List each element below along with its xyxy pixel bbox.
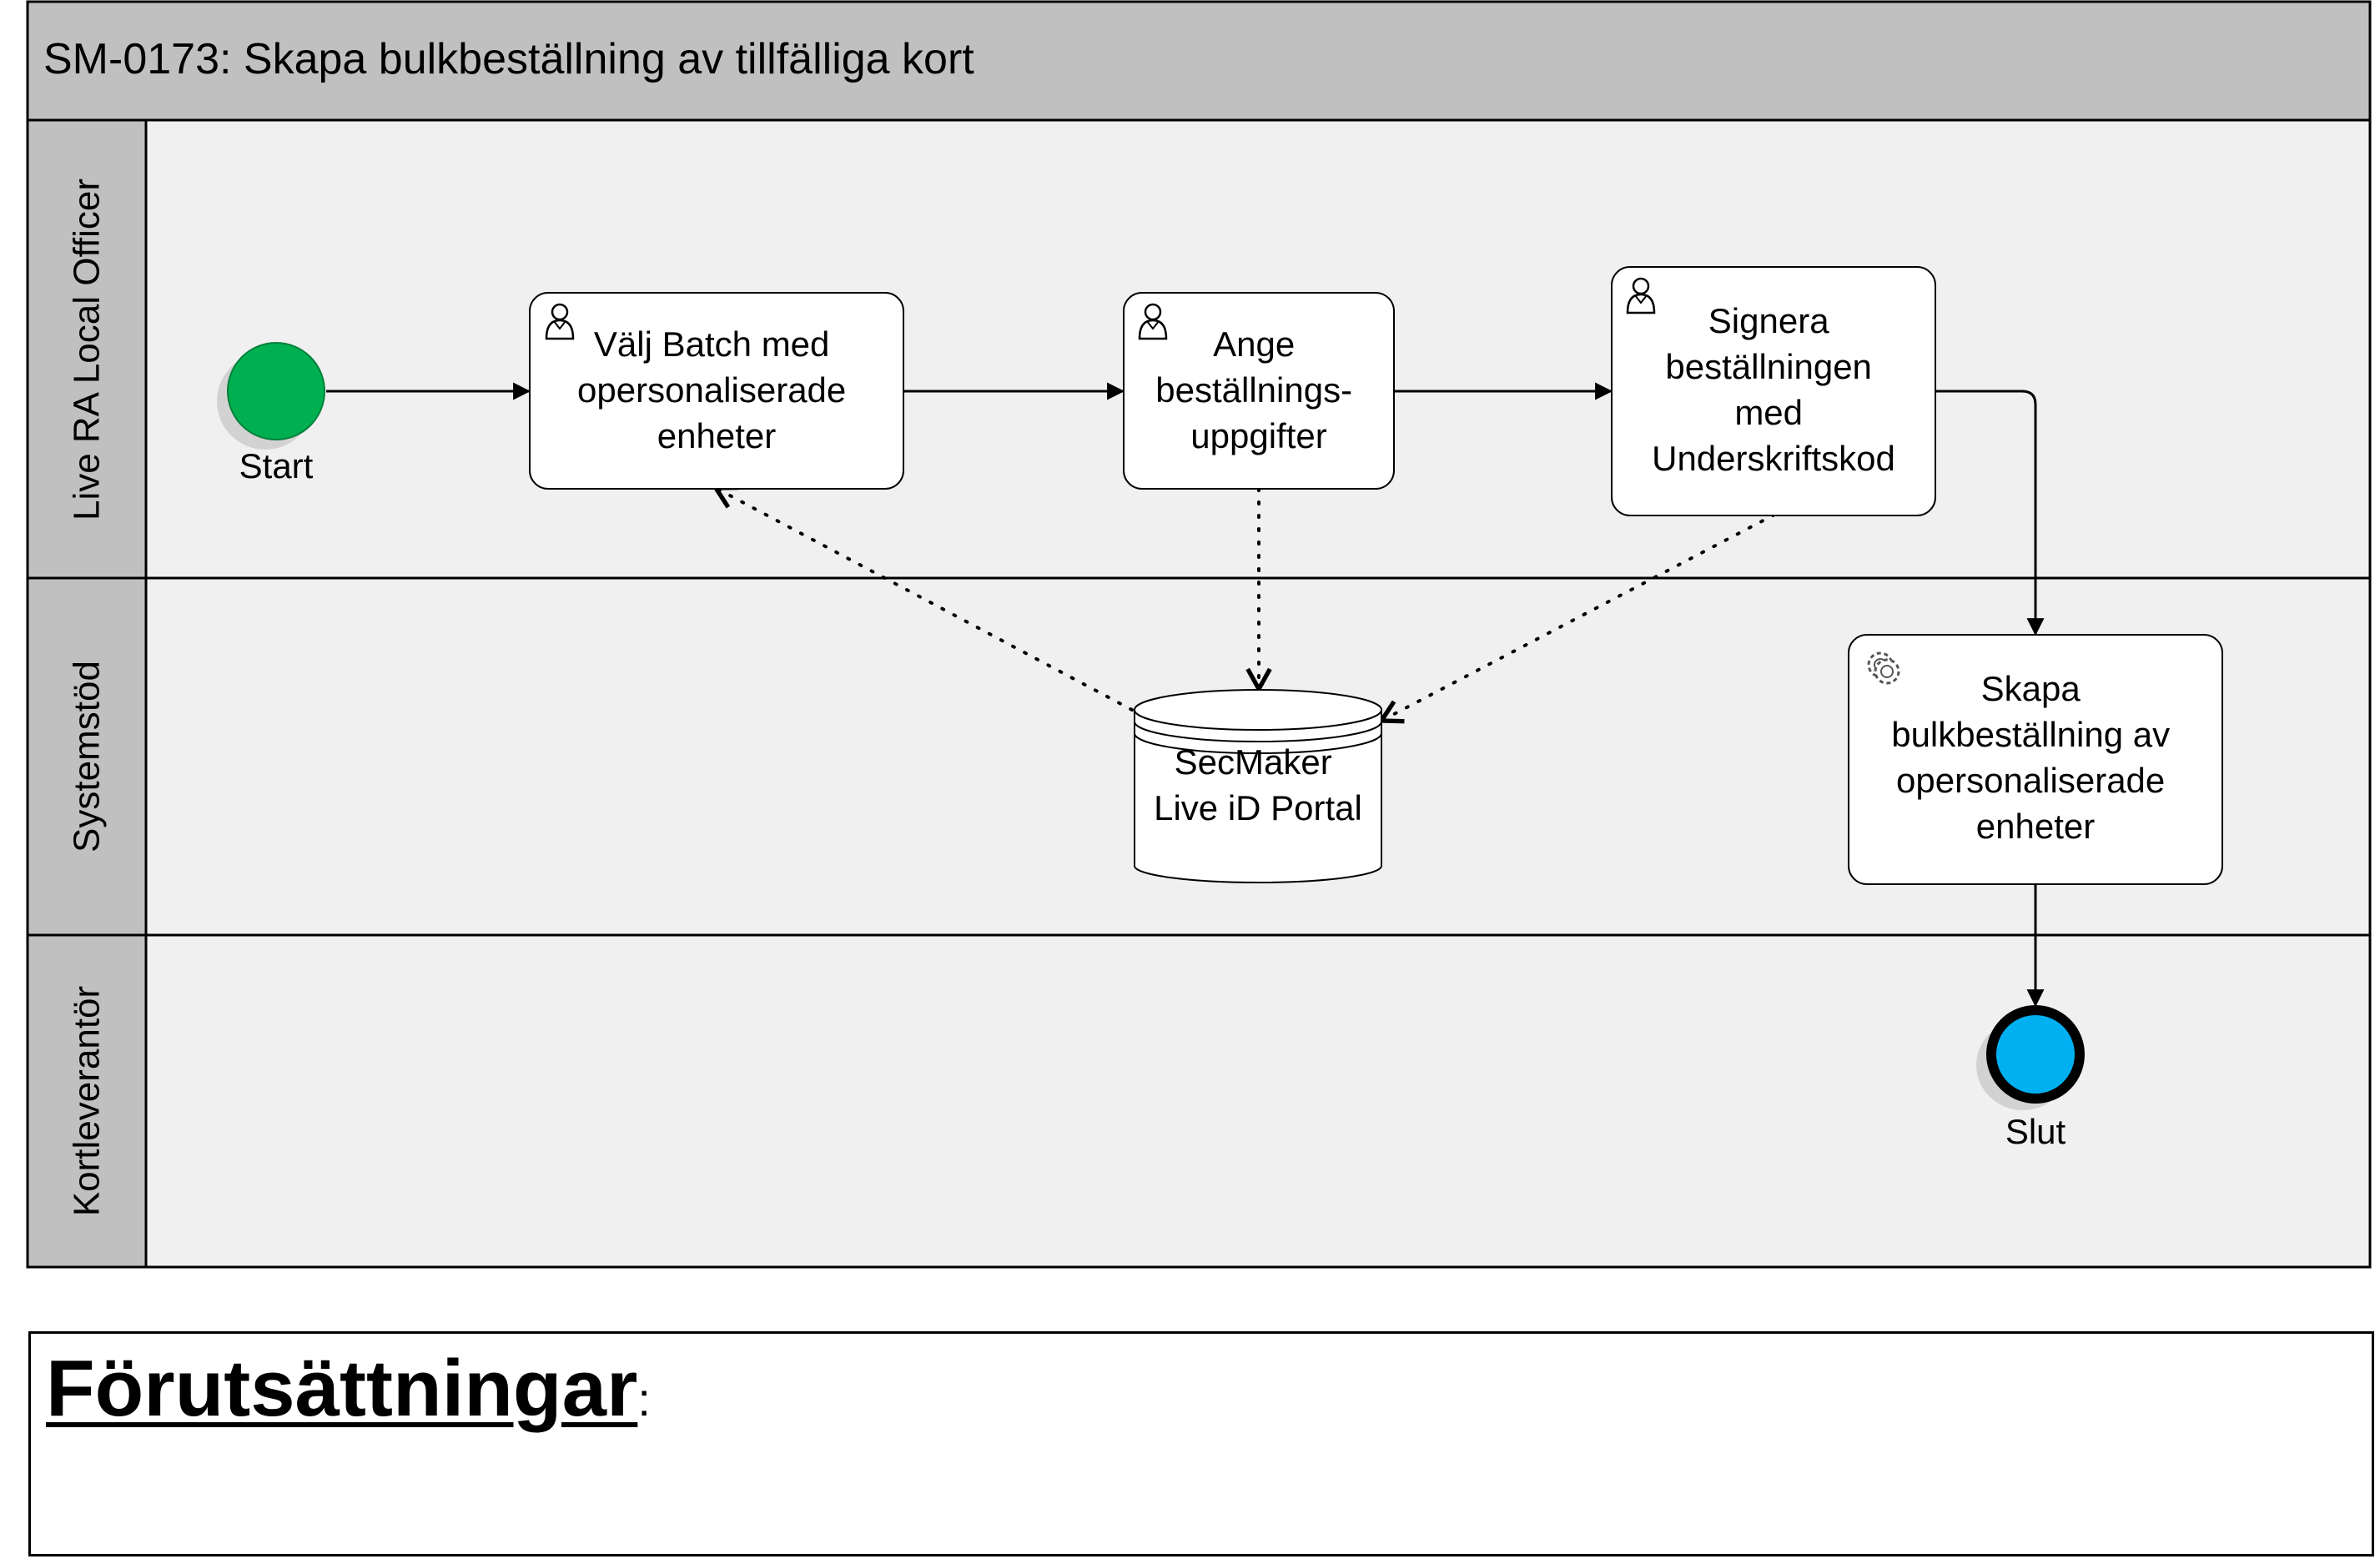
end-event-label: Slut xyxy=(2005,1112,2066,1151)
bpmn-diagram: SM-0173: Skapa bulkbeställning av tillfä… xyxy=(26,0,2372,1269)
association-datastore-to-task1 xyxy=(716,488,1134,712)
lane-header-column xyxy=(26,118,148,1269)
preconditions-colon: : xyxy=(637,1373,651,1426)
task-ange-bestallningsuppgifter[interactable]: Ange beställnings- uppgifter xyxy=(1123,292,1395,490)
preconditions-box: Förutsättningar: xyxy=(28,1331,2374,1556)
start-event-label: Start xyxy=(239,446,314,485)
flow-task3-to-task4 xyxy=(1935,390,2045,636)
user-icon xyxy=(1138,303,1168,340)
task-label: Signera beställningen med Underskriftsko… xyxy=(1652,301,1895,478)
preconditions-title: Förutsättningar xyxy=(46,1344,638,1433)
pool-title: SM-0173: Skapa bulkbeställning av tillfä… xyxy=(43,35,974,83)
datastore-label: SecMaker Live iD Portal xyxy=(1154,742,1362,827)
task-valj-batch[interactable]: Välj Batch med opersonaliserade enheter xyxy=(529,292,904,490)
task-signera-bestallningen[interactable]: Signera beställningen med Underskriftsko… xyxy=(1611,266,1936,516)
lane-label-kortleverantor: Kortleverantör xyxy=(67,986,108,1216)
lane-label-systemstod: Systemstöd xyxy=(67,661,108,852)
task-label: Ange beställnings- uppgifter xyxy=(1155,324,1361,455)
end-event[interactable] xyxy=(1986,1005,2085,1104)
task-label: Välj Batch med opersonaliserade enheter xyxy=(577,324,856,455)
gear-icon xyxy=(1867,651,1900,685)
user-icon xyxy=(1626,277,1656,314)
task-skapa-bulkbestallning[interactable]: Skapa bulkbeställning av opersonaliserad… xyxy=(1848,634,2223,885)
lane-label-live-ra-local-officer: Live RA Local Officer xyxy=(67,179,108,521)
start-event[interactable] xyxy=(227,342,325,440)
datastore-secmaker-live-id-portal[interactable]: SecMaker Live iD Portal xyxy=(1134,689,1382,883)
user-icon xyxy=(545,303,575,340)
preconditions-heading: Förutsättningar: xyxy=(46,1349,651,1429)
task-label: Skapa bulkbeställning av opersonaliserad… xyxy=(1891,669,2180,846)
pool-header xyxy=(26,0,2372,122)
